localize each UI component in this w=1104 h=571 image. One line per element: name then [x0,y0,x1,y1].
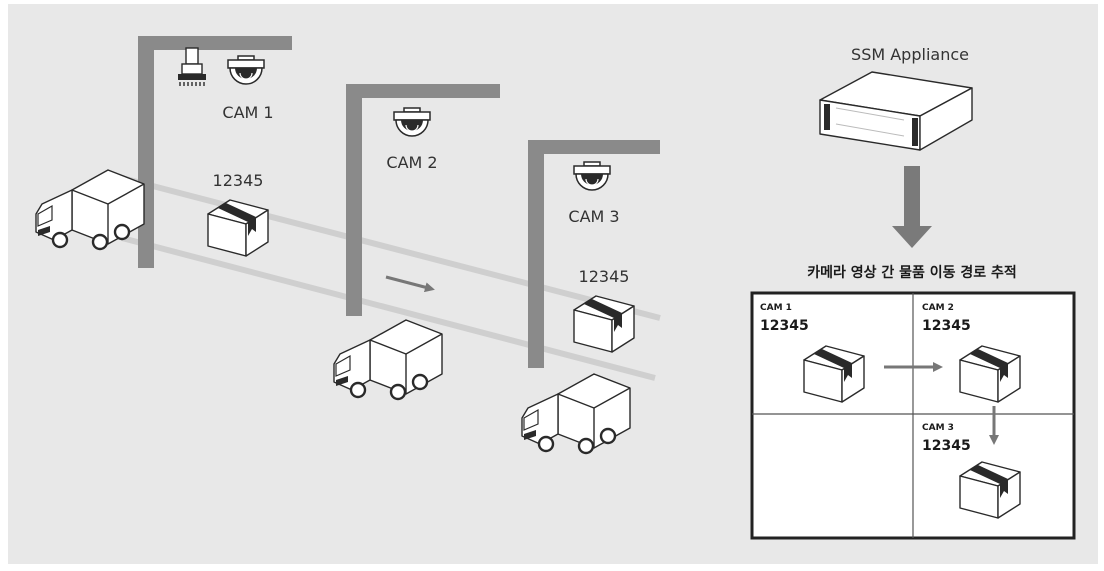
cam1-label: CAM 1 [222,103,273,122]
box-icon [959,345,1021,403]
cell-package-id: 12345 [922,318,971,334]
conveyor-line-top [121,175,661,321]
cell-cam-label: CAM 1 [760,303,792,313]
pole-2 [346,84,500,316]
box-icon [803,345,865,403]
tracking-title: 카메라 영상 간 물품 이동 경로 추적 [807,264,1017,281]
cell-cam-label: CAM 2 [922,303,954,313]
cell-package-id: 12345 [922,438,971,454]
box-icon [573,295,635,353]
tracking-cell-cam1: CAM 1 12345 [760,303,865,403]
pole-3 [528,140,660,368]
package-id-label: 12345 [213,171,264,190]
box-icon [959,461,1021,519]
package-id-label: 12345 [579,267,630,286]
server-icon [819,71,973,151]
cell-cam-label: CAM 3 [922,423,954,433]
conveyor-line-bottom [121,235,656,381]
cam2-label: CAM 2 [386,153,437,172]
appliance-label: SSM Appliance [851,45,969,64]
down-arrow-icon [892,166,932,248]
cam3-label: CAM 3 [568,207,619,226]
box-icon [207,199,269,257]
arrow-icon [385,275,435,293]
tracking-cell-cam3: CAM 3 12345 [922,423,1021,519]
cell-package-id: 12345 [760,318,809,334]
tracking-cell-cam2: CAM 2 12345 [922,303,1021,403]
